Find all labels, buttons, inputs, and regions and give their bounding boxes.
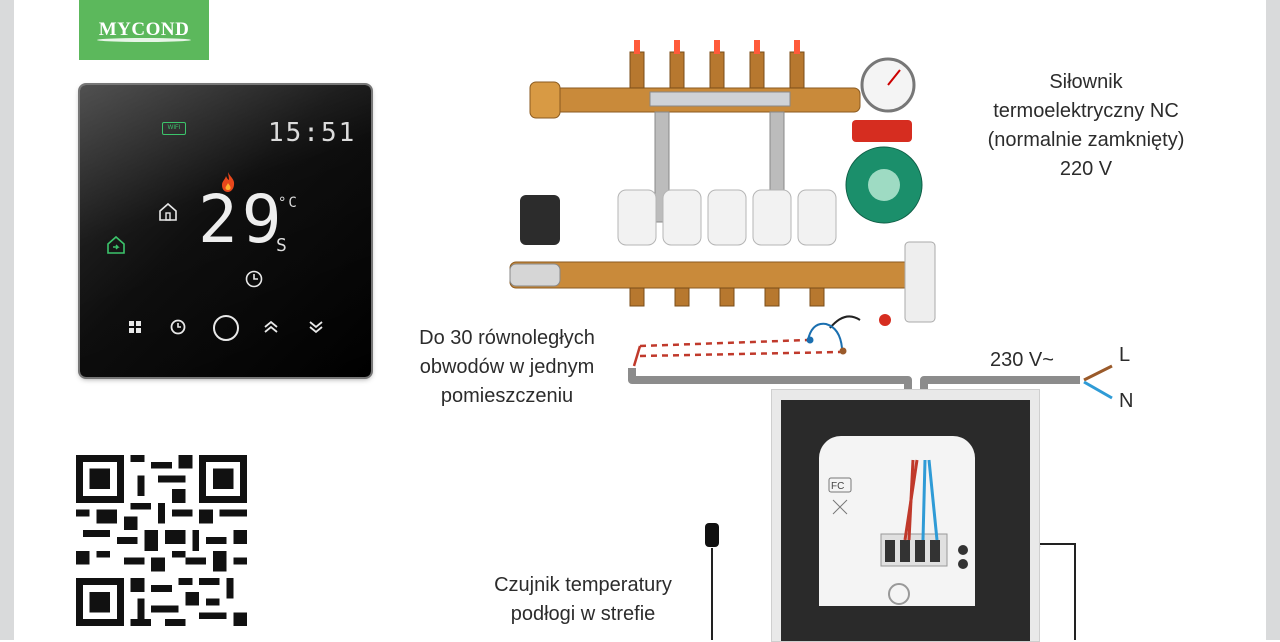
manifold-illustration (509, 40, 936, 329)
menu-icon[interactable] (128, 320, 142, 334)
actuator-line-4: 220 V (1059, 158, 1113, 180)
actuator-label: Siłownik termoelektryczny NC (normalnie … (966, 68, 1206, 184)
floor-sensor-icon (705, 523, 719, 547)
back-module: FC (819, 436, 975, 606)
flow-meters (629, 51, 805, 89)
temperature-display: 29 (198, 181, 286, 258)
line-L-label: L (1119, 344, 1131, 366)
logo-text: MYCOND (98, 19, 190, 40)
circuits-label: Do 30 równoległych obwodów w jednym pomi… (392, 324, 622, 411)
away-mode-icon (107, 235, 125, 254)
sensor-line-2: podłogi w strefie (510, 603, 656, 625)
supply-inlet (529, 81, 561, 119)
thermostat-front: WIFI 15:51 29 °C S (80, 85, 371, 377)
sensor-line-1: Czujnik temperatury (494, 574, 672, 596)
valve-box (904, 241, 936, 323)
circuits-line-2: obwodów w jednym (419, 356, 595, 378)
svg-text:FC: FC (831, 481, 844, 492)
actuator-line-3: (normalnie zamknięty) (987, 129, 1185, 151)
dashed-circuit-red (639, 338, 809, 348)
mycond-logo: MYCOND (79, 0, 209, 60)
circuits-line-3: pomieszczeniu (440, 385, 574, 407)
thermostatic-head-icon (520, 195, 560, 245)
flame-icon (222, 172, 235, 192)
wifi-badge: WIFI (162, 122, 186, 135)
voltage-label: 230 V~ (990, 349, 1054, 371)
circuits-line-1: Do 30 równoległych (419, 327, 595, 349)
logo-swoosh (97, 38, 191, 42)
actuators (617, 189, 837, 246)
line-N-label: N (1119, 390, 1134, 412)
bypass-tube (649, 91, 791, 107)
power-button[interactable] (213, 315, 239, 341)
temperature-unit: °C (278, 195, 299, 211)
clock-icon[interactable] (170, 319, 186, 335)
line-L-wire (1083, 364, 1113, 382)
down-icon[interactable] (308, 320, 324, 334)
thermostat-back: FC (771, 389, 1040, 642)
clock-display: 15:51 (268, 118, 357, 148)
mode-letter: S (276, 235, 289, 256)
timer-icon (245, 270, 263, 288)
qr-code (76, 455, 247, 626)
sensor-label: Czujnik temperatury podłogi w strefie (468, 571, 698, 629)
home-icon (159, 202, 177, 221)
actuator-line-2: termoelektryczny NC (993, 100, 1179, 122)
actuator-line-1: Siłownik (1049, 71, 1123, 93)
dashed-circuit-red-2 (639, 350, 841, 358)
up-icon[interactable] (263, 320, 279, 334)
line-N-wire (1083, 380, 1113, 400)
terminal-block: FC (828, 459, 968, 605)
